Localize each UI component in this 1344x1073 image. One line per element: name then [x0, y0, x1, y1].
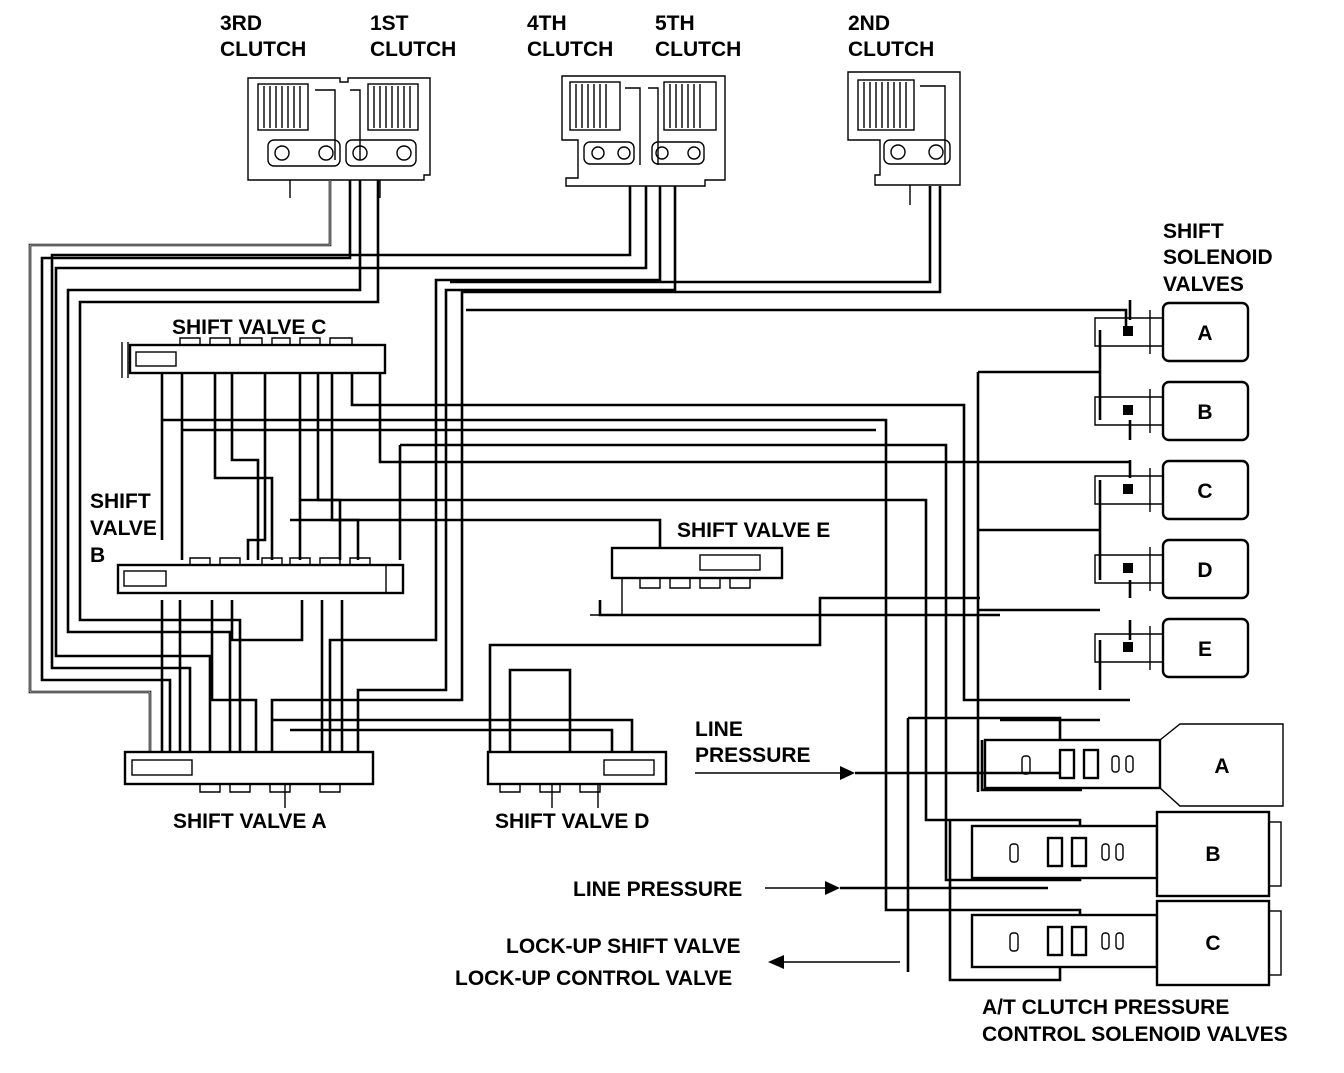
label-shift-valve-e: SHIFT VALVE E [677, 519, 830, 542]
svg-text:A/T CLUTCH PRESSURE: A/T CLUTCH PRESSURE [982, 996, 1229, 1019]
label-3rd-clutch: 3RD CLUTCH [220, 12, 306, 61]
pressure-solenoid-a [983, 723, 1284, 807]
label-shift-valve-d: SHIFT VALVE D [495, 810, 649, 833]
pressure-control-solenoids [970, 723, 1284, 987]
label-line-pressure-2: LINE PRESSURE [573, 878, 742, 901]
svg-text:CLUTCH: CLUTCH [220, 38, 306, 61]
shift-solenoid-valves [1094, 301, 1250, 679]
shift-solenoid-b-letter: B [1197, 401, 1212, 424]
label-shift-valve-b: SHIFT VALVE B [90, 490, 157, 567]
pressure-solenoid-a-letter: A [1214, 755, 1229, 778]
svg-text:VALVES: VALVES [1163, 273, 1244, 296]
shift-solenoid-a [1094, 301, 1250, 363]
svg-text:1ST: 1ST [370, 12, 409, 35]
label-1st-clutch: 1ST CLUTCH [370, 12, 456, 61]
pressure-solenoid-b [970, 810, 1282, 898]
label-5th-clutch: 5TH CLUTCH [655, 12, 741, 61]
label-shift-valve-a: SHIFT VALVE A [173, 810, 327, 833]
label-shift-solenoid-valves: SHIFT SOLENOID VALVES [1163, 220, 1273, 296]
svg-text:CLUTCH: CLUTCH [370, 38, 456, 61]
shift-valve-a-body [123, 750, 375, 808]
label-2nd-clutch: 2ND CLUTCH [848, 12, 934, 61]
flow-arrows [695, 766, 1060, 969]
shift-solenoid-b [1094, 380, 1250, 442]
svg-text:LINE: LINE [695, 718, 743, 741]
shift-solenoid-c-letter: C [1197, 480, 1212, 503]
svg-text:5TH: 5TH [655, 12, 695, 35]
svg-text:PRESSURE: PRESSURE [695, 744, 811, 767]
svg-text:CLUTCH: CLUTCH [527, 38, 613, 61]
svg-text:VALVE: VALVE [90, 517, 157, 540]
label-lockup-shift-valve: LOCK-UP SHIFT VALVE [506, 935, 741, 958]
label-shift-valve-c: SHIFT VALVE C [172, 316, 326, 339]
hydraulic-passages [28, 180, 1132, 982]
svg-text:SHIFT: SHIFT [1163, 220, 1224, 243]
label-lockup-control-valve: LOCK-UP CONTROL VALVE [455, 967, 732, 990]
svg-text:CONTROL SOLENOID VALVES: CONTROL SOLENOID VALVES [982, 1023, 1288, 1046]
shift-solenoid-e [1094, 617, 1250, 679]
shift-valve-d-body [486, 750, 668, 808]
clutch-4th-5th-assembly [561, 75, 726, 187]
label-line-pressure-1: LINE PRESSURE [695, 718, 811, 767]
pressure-solenoid-c [970, 899, 1282, 987]
svg-text:SOLENOID: SOLENOID [1163, 246, 1273, 269]
shift-solenoid-c [1094, 459, 1250, 521]
shift-solenoid-d-letter: D [1197, 559, 1212, 582]
shift-solenoid-e-letter: E [1198, 638, 1212, 661]
pressure-solenoid-c-letter: C [1205, 932, 1220, 955]
svg-text:4TH: 4TH [527, 12, 567, 35]
clutch-3rd-1st-assembly [247, 77, 431, 198]
svg-text:2ND: 2ND [848, 12, 890, 35]
svg-text:CLUTCH: CLUTCH [655, 38, 741, 61]
shift-valve-c-body [121, 337, 387, 378]
shift-valve-b-body [116, 557, 405, 595]
label-at-clutch-pressure: A/T CLUTCH PRESSURE CONTROL SOLENOID VAL… [982, 996, 1288, 1046]
svg-text:CLUTCH: CLUTCH [848, 38, 934, 61]
svg-text:B: B [90, 544, 105, 567]
shift-solenoid-a-letter: A [1197, 322, 1212, 345]
label-4th-clutch: 4TH CLUTCH [527, 12, 613, 61]
shift-valve-e-body [590, 546, 784, 616]
shift-solenoid-d [1094, 538, 1250, 600]
clutch-2nd-assembly [847, 71, 961, 205]
svg-text:3RD: 3RD [220, 12, 262, 35]
svg-text:SHIFT: SHIFT [90, 490, 151, 513]
pressure-solenoid-b-letter: B [1205, 843, 1220, 866]
